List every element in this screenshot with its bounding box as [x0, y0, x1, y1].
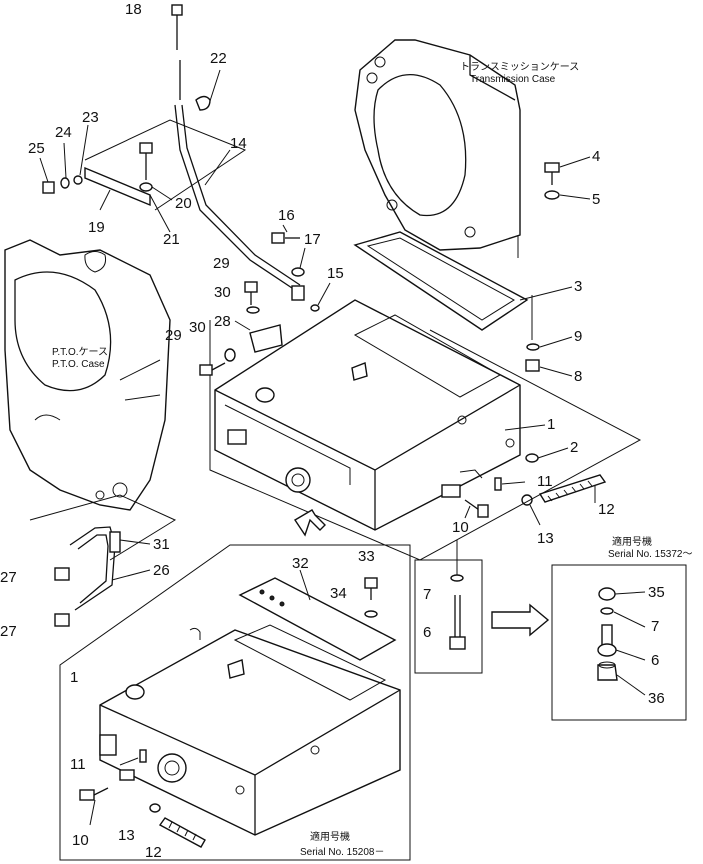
- gasket-3: [353, 231, 573, 331]
- callout-24: 24: [55, 124, 72, 141]
- serial-top-en: Serial No. 15372～: [608, 549, 693, 560]
- callout-14: 14: [230, 135, 247, 152]
- callout-26: 26: [153, 562, 170, 579]
- hose-assembly-bottom: [79, 749, 206, 848]
- pto-case: [4, 239, 171, 511]
- callout-20: 20: [175, 195, 192, 212]
- callout-7a: 7: [423, 586, 431, 603]
- callout-23: 23: [82, 109, 99, 126]
- serial-bottom-en: Serial No. 15208－: [300, 847, 385, 858]
- callout-13: 13: [537, 530, 554, 547]
- bolt-4: [544, 156, 591, 200]
- bolt-16: [271, 224, 306, 277]
- serial-top-jp: 適用号機: [612, 535, 652, 548]
- stud-bolt-6: [449, 540, 466, 650]
- callout-numbers: 18 22 14 23 24 25 20 19 21 16 17 29 30 2…: [0, 1, 665, 861]
- dipstick: [171, 4, 305, 301]
- transmission-case-jp-label: トランスミッションケース: [460, 61, 579, 73]
- tank-1-bottom: [99, 624, 401, 836]
- callout-29a: 29: [213, 255, 230, 272]
- callout-10: 10: [452, 519, 469, 536]
- callout-13b: 13: [118, 827, 135, 844]
- callout-35: 35: [648, 584, 665, 601]
- callout-30b: 30: [189, 319, 206, 336]
- callout-12b: 12: [145, 844, 162, 861]
- serial-bottom-jp: 適用号機: [310, 830, 350, 843]
- callout-29b: 29: [165, 327, 182, 344]
- hose-assembly-top: [441, 469, 607, 526]
- cover-plate-32: [238, 569, 397, 661]
- callout-19: 19: [88, 219, 105, 236]
- callout-12: 12: [598, 501, 615, 518]
- callout-3: 3: [574, 278, 582, 295]
- fitting-parts: [525, 295, 573, 463]
- detail-parts: [597, 587, 646, 696]
- serial-15372-box: [551, 564, 687, 721]
- pto-case-en-label: P.T.O. Case: [52, 359, 105, 370]
- middle-box: [414, 559, 483, 674]
- callout-22: 22: [210, 50, 227, 67]
- callout-2: 2: [570, 439, 578, 456]
- callout-7b: 7: [651, 618, 659, 635]
- callout-34: 34: [330, 585, 347, 602]
- callout-31: 31: [153, 536, 170, 553]
- callout-30a: 30: [214, 284, 231, 301]
- callout-10b: 10: [72, 832, 89, 849]
- pipe-assembly: [29, 494, 177, 627]
- callout-17: 17: [304, 231, 321, 248]
- callout-8: 8: [574, 368, 582, 385]
- callout-36: 36: [648, 690, 665, 707]
- callout-5: 5: [592, 191, 600, 208]
- callout-21: 21: [163, 231, 180, 248]
- callout-11: 11: [537, 473, 553, 490]
- callout-25: 25: [28, 140, 45, 157]
- callout-11b: 11: [70, 756, 86, 773]
- bracket-28: [199, 281, 283, 376]
- callout-15: 15: [327, 265, 344, 282]
- callout-1: 1: [547, 416, 555, 433]
- callout-6a: 6: [423, 624, 431, 641]
- transmission-case-en-label: Transmission Case: [470, 74, 556, 85]
- callout-1b: 1: [70, 669, 78, 686]
- callout-27a: 27: [0, 569, 17, 586]
- serial-15208-box: [59, 544, 411, 861]
- pto-case-jp-label: P.T.O.ケース: [52, 346, 108, 358]
- callout-33: 33: [358, 548, 375, 565]
- bracket-19: [39, 119, 247, 233]
- tank-1: [214, 299, 546, 531]
- arrow-right-icon: [491, 603, 550, 637]
- callout-27b: 27: [0, 623, 17, 640]
- callout-9: 9: [574, 328, 582, 345]
- callout-4: 4: [592, 148, 600, 165]
- callout-18: 18: [125, 1, 142, 18]
- arrow-down-icon: [294, 509, 326, 537]
- callout-16: 16: [278, 207, 295, 224]
- callout-6b: 6: [651, 652, 659, 669]
- callout-32: 32: [292, 555, 309, 572]
- callout-28: 28: [214, 313, 231, 330]
- transmission-case: [354, 39, 521, 258]
- oring-15: [310, 282, 331, 312]
